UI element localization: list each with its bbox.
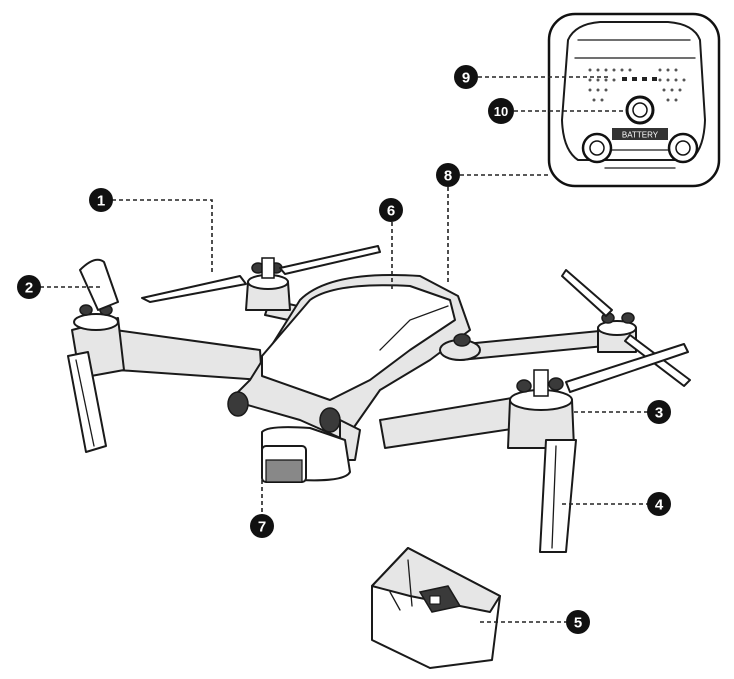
callout-6: 6 xyxy=(379,198,403,222)
callout-2: 2 xyxy=(17,275,41,299)
callout-3: 3 xyxy=(647,400,671,424)
landing-gear-left xyxy=(67,351,107,453)
svg-text:10: 10 xyxy=(494,104,508,119)
leader-lines xyxy=(40,76,648,623)
rear-left-motor xyxy=(245,257,291,311)
drone-illustration xyxy=(67,245,691,553)
gimbal-camera xyxy=(261,419,361,483)
callout-7: 7 xyxy=(250,514,274,538)
svg-text:6: 6 xyxy=(387,203,395,220)
callout-5: 5 xyxy=(566,610,590,634)
callout-4: 4 xyxy=(647,492,671,516)
inset-battery-label: BATTERY xyxy=(622,131,659,140)
svg-text:3: 3 xyxy=(655,405,663,422)
svg-text:5: 5 xyxy=(574,615,582,632)
callout-10: 10 xyxy=(488,98,514,124)
battery-level-leds xyxy=(622,77,657,81)
propeller-top-left xyxy=(141,245,381,303)
landing-gear-right xyxy=(539,439,577,553)
callout-1: 1 xyxy=(89,188,113,212)
callout-9: 9 xyxy=(454,65,478,89)
svg-text:8: 8 xyxy=(444,168,452,185)
svg-text:2: 2 xyxy=(25,280,33,297)
vent-dots xyxy=(588,68,686,102)
propeller-left xyxy=(79,258,119,311)
front-right-motor xyxy=(507,369,575,449)
intelligent-flight-battery xyxy=(371,547,501,669)
svg-text:4: 4 xyxy=(655,497,664,514)
rear-right-motor xyxy=(597,312,637,353)
callout-8: 8 xyxy=(436,163,460,187)
svg-text:7: 7 xyxy=(258,519,266,536)
svg-text:1: 1 xyxy=(97,193,105,210)
rear-view-inset: BATTERY xyxy=(547,12,721,188)
propeller-right xyxy=(565,343,689,393)
svg-text:9: 9 xyxy=(462,70,470,87)
